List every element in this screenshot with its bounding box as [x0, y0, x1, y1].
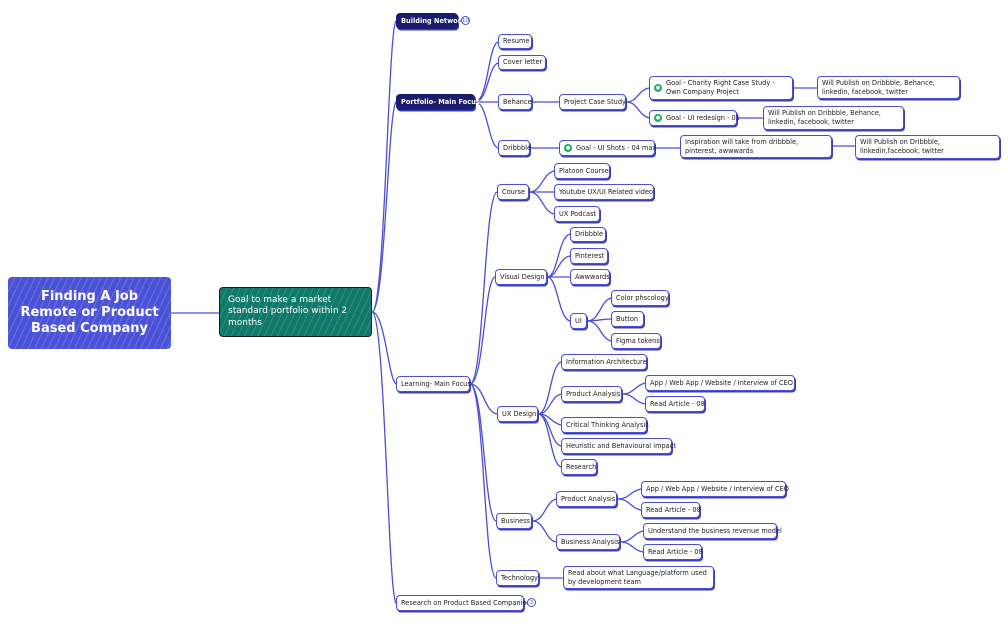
ux-podcast-node[interactable]: UX Podcast: [554, 206, 600, 222]
figma-tokens-node[interactable]: Figma tokens: [611, 333, 661, 349]
portfolio-node[interactable]: Portfolio- Main Focus: [396, 94, 480, 110]
cover-letter-node[interactable]: Cover letter: [498, 55, 546, 70]
main-goal-node[interactable]: Goal to make a market standard portfolio…: [219, 287, 372, 337]
learning-node[interactable]: Learning- Main Focus: [396, 376, 471, 392]
goal-icon: ●: [654, 84, 662, 92]
goal-ui-shots-node[interactable]: ● Goal - UI Shots - 04 max: [559, 140, 657, 156]
tech-read-node[interactable]: Read about what Language/platform used b…: [563, 566, 714, 589]
course-node[interactable]: Course: [497, 184, 529, 200]
vd-awwwards-node[interactable]: Awwwards: [570, 269, 610, 285]
goal-ui-shots-label: Goal - UI Shots - 04 max: [576, 143, 657, 152]
resume-node[interactable]: Resume: [498, 34, 532, 49]
project-case-study-node[interactable]: Project Case Study: [559, 94, 626, 110]
root-topic[interactable]: Finding A Job Remote or Product Based Co…: [8, 277, 171, 349]
business-pa-read-node[interactable]: Read Article - 08: [641, 502, 701, 518]
ux-product-analysis-node[interactable]: Product Analysis: [561, 386, 622, 402]
goal-icon: ●: [564, 144, 572, 152]
information-architecture-node[interactable]: Information Architecture: [561, 354, 647, 370]
publish-node-2[interactable]: Will Publish on Dribbble, Behance, linke…: [763, 106, 904, 130]
publish-node-1[interactable]: Will Publish on Dribbble, Behance, linke…: [817, 76, 960, 99]
critical-thinking-node[interactable]: Critical Thinking Analysis: [561, 417, 649, 433]
ux-pa-read-node[interactable]: Read Article - 08: [645, 396, 705, 412]
color-psychology-node[interactable]: Color phscology: [611, 290, 669, 306]
platoon-course-node[interactable]: Platoon Course: [554, 163, 610, 179]
technology-node[interactable]: Technology: [496, 570, 539, 586]
publish-node-3[interactable]: Will Publish on Dribbble, linkedin,faceb…: [855, 135, 1000, 159]
ux-pa-app-node[interactable]: App / Web App / Website / Interview of C…: [645, 375, 795, 391]
vd-pinterest-node[interactable]: Pinterest: [570, 248, 608, 264]
goal-ui-redesign-label: Goal - UI redesign - 01: [666, 113, 740, 122]
ux-design-node[interactable]: UX Design: [497, 406, 538, 422]
dribbble-node[interactable]: Dribbble: [498, 140, 531, 156]
goal-icon: ●: [654, 114, 662, 122]
research-companies-node[interactable]: Research on Product Based Companies: [396, 595, 530, 611]
collapsed-count-badge[interactable]: 2: [527, 598, 536, 607]
inspiration-node[interactable]: Inspiration will take from dribbble, pin…: [680, 135, 832, 158]
collapsed-count-badge[interactable]: 10: [461, 16, 470, 25]
building-network-node[interactable]: Building Network: [396, 13, 465, 29]
visual-design-node[interactable]: Visual Design: [495, 269, 547, 285]
goal-ui-redesign-node[interactable]: ● Goal - UI redesign - 01: [649, 110, 740, 126]
business-revenue-node[interactable]: Understand the business revenue model: [643, 523, 782, 539]
business-analysis-read-node[interactable]: Read Article - 08: [643, 544, 703, 560]
button-node[interactable]: Button: [611, 311, 644, 327]
business-node[interactable]: Business: [496, 513, 532, 529]
goal-charity-label: Goal - Charity Right Case Study - Own Co…: [666, 79, 775, 96]
goal-charity-node[interactable]: ● Goal - Charity Right Case Study - Own …: [649, 76, 793, 100]
business-pa-app-node[interactable]: App / Web App / Website / Interview of C…: [641, 481, 789, 497]
behance-node[interactable]: Behance: [498, 94, 532, 110]
business-product-analysis-node[interactable]: Product Analysis: [556, 491, 617, 507]
business-analysis-node[interactable]: Business Analysis: [556, 534, 620, 550]
vd-dribbble-node[interactable]: Dribbble: [570, 227, 606, 242]
heuristic-node[interactable]: Heuristic and Behavioural impact: [561, 438, 676, 454]
vd-ui-node[interactable]: UI: [570, 313, 587, 329]
youtube-node[interactable]: Youtube UX/UI Related video: [554, 184, 654, 200]
research-node[interactable]: Research: [561, 459, 597, 475]
